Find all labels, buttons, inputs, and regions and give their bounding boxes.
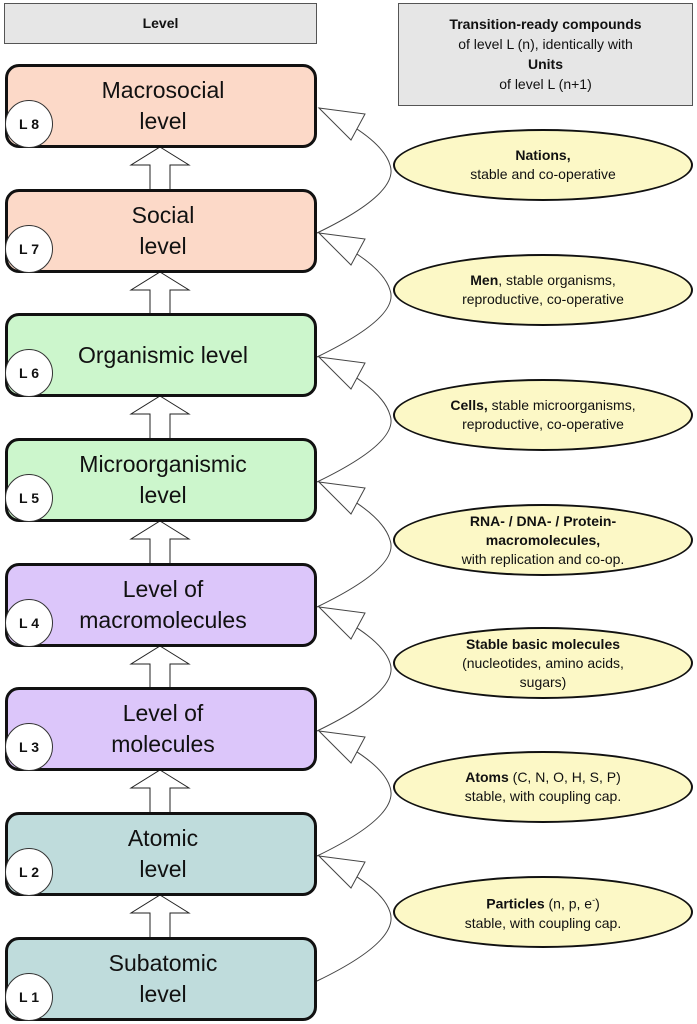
level-box-l3: Level of molecules L 3 [5,687,317,771]
level-box-l8: Macrosocial level L 8 [5,64,317,148]
arrowhead-icon [317,855,366,889]
up-arrow-icon [129,146,191,191]
transition-detail: stable microorganisms, [487,397,636,413]
transition-ellipse: RNA- / DNA- / Protein-macromolecules, wit… [393,504,693,576]
transition-ellipse: Men, stable organisms,reproductive, co-o… [393,254,693,326]
level-label: Level of molecules [111,700,215,757]
level-badge: L 8 [5,100,53,148]
transition-column-header: Transition-ready compounds of level L (n… [398,3,693,106]
up-arrow-icon [129,894,191,939]
level-badge: L 3 [5,723,53,771]
arrowhead-icon [317,481,366,515]
transition-line-2: stable, with coupling cap. [464,788,622,804]
up-arrow-icon [129,271,191,315]
transition-line-3: with replication and co-op. [461,550,625,567]
arrowhead-icon [317,232,366,266]
arrowhead-icon [317,606,366,640]
transition-unit-name: Stable basic molecules [465,635,621,652]
level-box-l2: Atomic level L 2 [5,812,317,896]
transition-detail: (C, N, O, H, S, P) [508,769,621,785]
header-line-4: of level L (n+1) [499,76,592,92]
level-label: Level of macromolecules [79,576,247,633]
level-label: Atomic level [127,825,199,882]
level-badge: L 4 [5,599,53,647]
level-label: Subatomic level [108,950,218,1007]
transition-line-1: Men, stable organisms, [470,271,616,290]
transition-line-1: Particles (n, p, e-) [486,891,600,914]
transition-unit-name: Men [470,272,499,288]
level-box-l7: Social level L 7 [5,189,317,273]
up-arrow-icon [129,395,191,440]
transition-line-3: sugars) [519,673,567,690]
transition-unit-name: Nations, [515,147,571,163]
level-label: Microorganismic level [79,451,247,508]
transition-ellipse: Particles (n, p, e-)stable, with couplin… [393,876,693,948]
up-arrow-icon [129,645,191,689]
level-badge: L 1 [5,973,53,1021]
transition-line-2: reproductive, co-operative [462,416,624,432]
header-line-3: Units [528,56,563,72]
transition-line-2: macromolecules, [485,531,601,548]
transition-unit-name: Atoms [465,769,509,785]
transition-ellipse: Cells, stable microorganisms,reproductiv… [393,379,693,451]
transition-ellipse: Atoms (C, N, O, H, S, P)stable, with cou… [393,751,693,823]
transition-detail: , stable organisms, [498,272,616,288]
level-label: Social level [131,202,195,259]
level-badge: L 5 [5,474,53,522]
transition-line-2: reproductive, co-operative [462,291,624,307]
up-arrow-icon [129,520,191,565]
level-label: Macrosocial level [101,77,225,134]
transition-line-1: Atoms (C, N, O, H, S, P) [465,768,621,787]
header-line-1: Transition-ready compounds [449,16,642,32]
transition-superscript: - [592,895,596,906]
transition-unit-name: RNA- / DNA- / Protein- [469,512,617,529]
transition-ellipse: Stable basic molecules (nucleotides, amin… [393,627,693,699]
transition-line-1: Stable basic molecules [466,635,620,654]
transition-line-2: (nucleotides, amino acids, [462,654,624,671]
transition-ellipse: Nations, stable and co-operative [393,129,693,201]
level-box-l5: Microorganismic level L 5 [5,438,317,522]
arrowhead-icon [317,730,366,764]
transition-line-1: Cells, stable microorganisms, [450,396,635,415]
transition-detail: (n, p, e [544,895,593,912]
arrowhead-icon [317,107,366,141]
level-badge: L 2 [5,848,53,896]
level-column-header: Level [4,3,317,44]
arrowhead-icon [317,356,366,390]
transition-unit-name: Particles [486,895,545,912]
header-line-2: of level L (n), identically with [458,36,633,52]
transition-line-2: stable and co-operative [470,166,616,182]
level-badge: L 6 [5,349,53,397]
transition-line-1: RNA- / DNA- / Protein- [470,512,616,531]
level-badge: L 7 [5,225,53,273]
transition-line-2: stable, with coupling cap. [464,914,622,931]
level-label: Organismic level [78,341,248,368]
transition-line-1: Nations, [515,146,570,165]
transition-unit-name: Cells, [450,397,488,413]
level-box-l1: Subatomic level L 1 [5,937,317,1021]
up-arrow-icon [129,769,191,814]
level-box-l4: Level of macromolecules L 4 [5,563,317,647]
transition-detail-end: ) [595,895,600,912]
level-box-l6: Organismic level L 6 [5,313,317,397]
